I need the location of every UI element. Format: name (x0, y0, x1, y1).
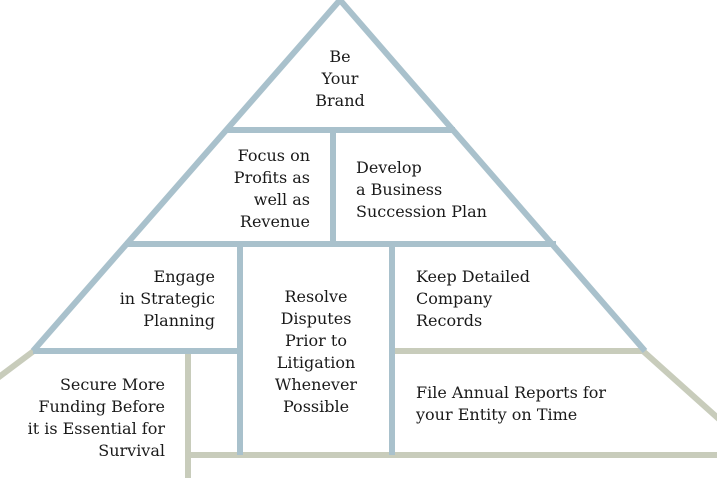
block-line: Brand (315, 91, 365, 110)
block-line: Resolve (284, 287, 348, 306)
block-line: Planning (143, 311, 215, 330)
block-line: Prior to (285, 331, 347, 350)
block-file-annual-reports: File Annual Reports for your Entity on T… (416, 382, 646, 426)
block-line: well as (253, 190, 310, 209)
right-outer-edge (337, 0, 648, 353)
block-line: in Strategic (119, 289, 215, 308)
block-line: Your (321, 69, 359, 88)
block-line: Engage (153, 267, 215, 286)
block-line: your Entity on Time (416, 405, 578, 424)
block-line: Whenever (274, 375, 358, 394)
block-focus-on-profits: Focus on Profits as well as Revenue (200, 145, 310, 233)
block-line: Develop (356, 158, 422, 177)
block-line: Be (329, 47, 351, 66)
block-line: a Business (356, 180, 443, 199)
block-line: Possible (282, 397, 350, 416)
block-line: Disputes (280, 309, 352, 328)
block-line: Focus on (237, 146, 310, 165)
block-be-your-brand: Be Your Brand (290, 46, 390, 112)
block-line: Funding Before (38, 397, 165, 416)
block-succession-plan: Develop a Business Succession Plan (356, 157, 536, 223)
block-strategic-planning: Engage in Strategic Planning (95, 266, 215, 332)
left-outer-edge (30, 0, 343, 353)
block-line: Keep Detailed (416, 267, 530, 286)
block-line: Succession Plan (356, 202, 487, 221)
block-line: it is Essential for (27, 419, 165, 438)
block-secure-funding: Secure More Funding Before it is Essenti… (5, 374, 165, 462)
block-line: Revenue (239, 212, 310, 231)
block-line: Profits as (233, 168, 310, 187)
block-line: Litigation (276, 353, 356, 372)
left-outer-edge-lower (0, 347, 37, 380)
block-line: Survival (98, 441, 165, 460)
block-line: Company (416, 289, 493, 308)
right-outer-edge-lower (640, 348, 717, 422)
block-line: Records (416, 311, 483, 330)
block-line: File Annual Reports for (416, 383, 607, 402)
block-resolve-disputes: Resolve Disputes Prior to Litigation Whe… (246, 286, 386, 418)
block-keep-records: Keep Detailed Company Records (416, 266, 586, 332)
block-line: Secure More (59, 375, 165, 394)
